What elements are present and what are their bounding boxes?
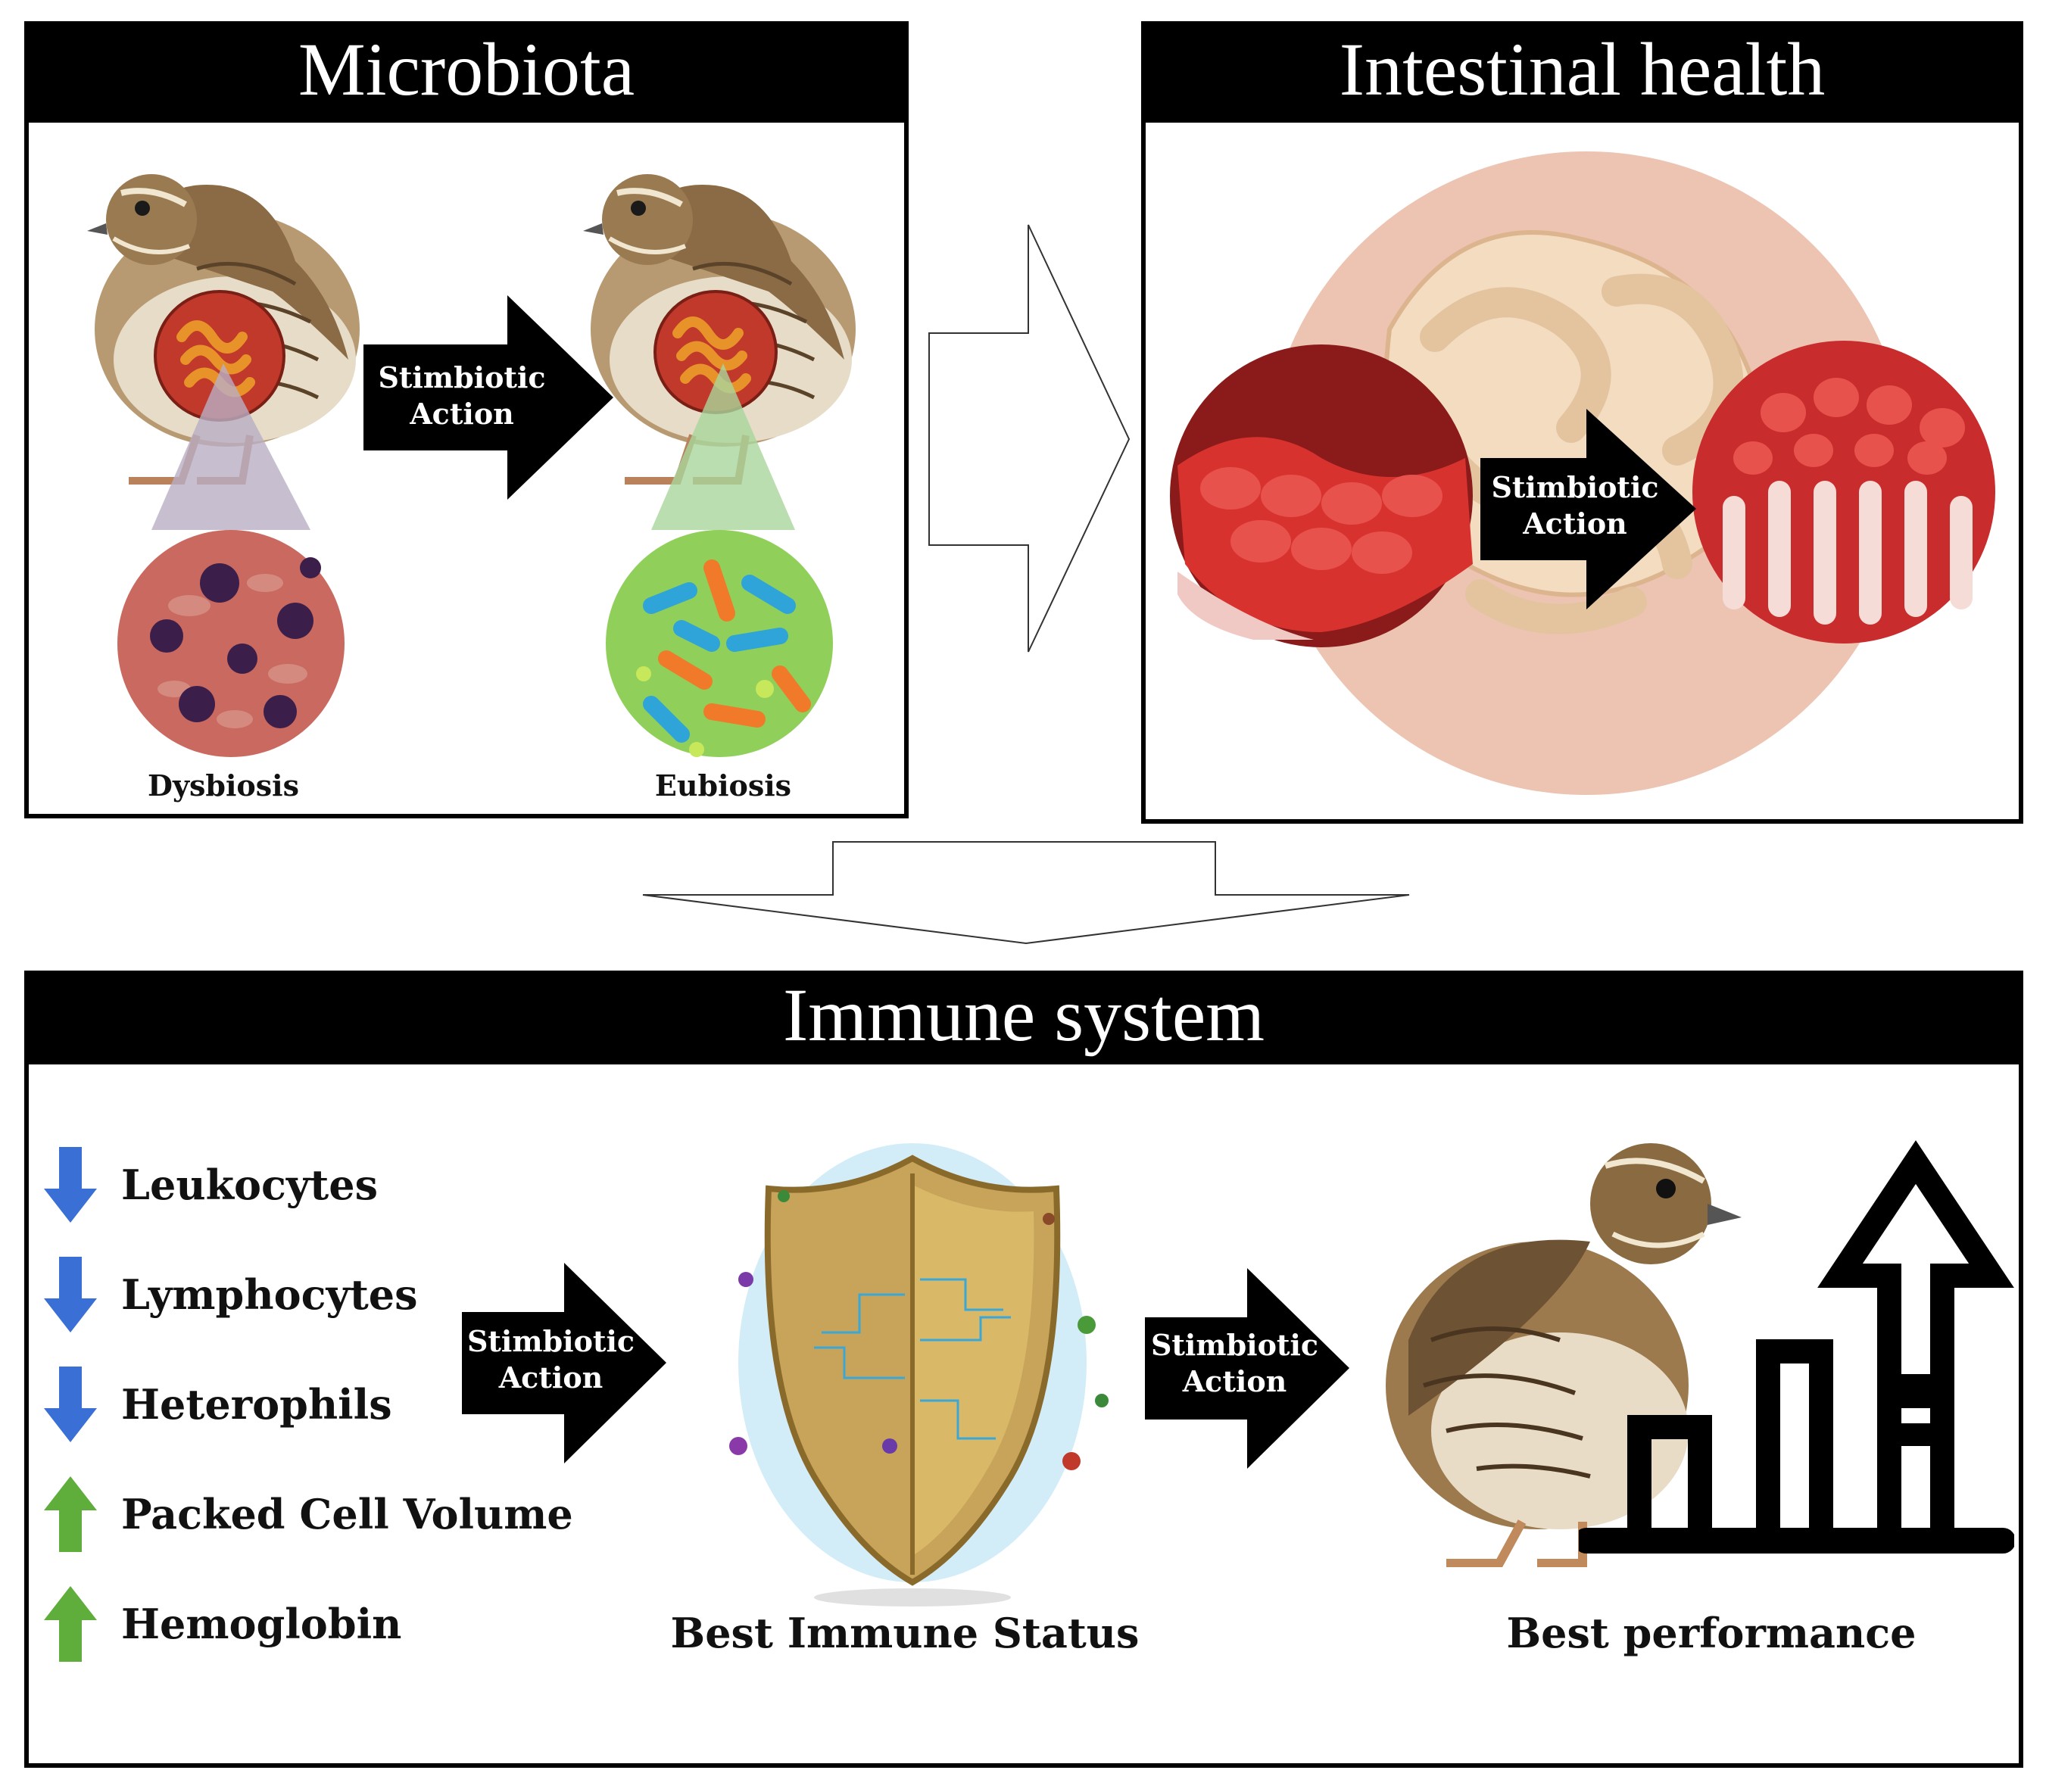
arrow-down-icon	[44, 1257, 97, 1332]
arrow-down-icon	[44, 1367, 97, 1442]
immune-arrow-label-2: Stimbiotic Action	[1150, 1328, 1319, 1398]
intestinal-title: Intestinal health	[1339, 27, 1826, 111]
quail-performance-illustration	[1386, 1143, 1742, 1567]
growth-chart-icon	[1579, 1140, 2014, 1554]
marker-row: Packed Cell Volume	[44, 1473, 573, 1556]
immune-header: Immune system	[24, 971, 2023, 1060]
marker-label: Lymphocytes	[121, 1270, 418, 1319]
flow-arrow-down	[642, 841, 1410, 945]
marker-label: Leukocytes	[121, 1161, 378, 1209]
marker-row: Lymphocytes	[44, 1253, 418, 1336]
shield-caption: Best Immune Status	[670, 1609, 1140, 1657]
quail-dysbiosis-illustration	[87, 174, 360, 485]
arrow-down-icon	[44, 1147, 97, 1223]
marker-label: Heterophils	[121, 1380, 392, 1429]
marker-row: Heterophils	[44, 1363, 392, 1446]
microbiota-stimbiotic-arrow	[363, 295, 613, 500]
microbiota-title: Microbiota	[298, 27, 635, 111]
dysbiosis-zoom	[117, 363, 345, 757]
intestinal-arrow-label: Stimbiotic Action	[1491, 470, 1659, 541]
marker-row: Leukocytes	[44, 1143, 378, 1226]
microbiota-header: Microbiota	[24, 21, 909, 118]
marker-label: Hemoglobin	[121, 1600, 402, 1648]
marker-row: Hemoglobin	[44, 1582, 401, 1666]
dysbiosis-caption: Dysbiosis	[147, 768, 299, 803]
performance-caption: Best performance	[1506, 1609, 1917, 1657]
immune-title: Immune system	[782, 973, 1265, 1057]
immune-stimbiotic-arrow-1	[462, 1263, 666, 1463]
immune-stimbiotic-arrow-2	[1145, 1268, 1349, 1469]
immune-arrow-label-1: Stimbiotic Action	[466, 1324, 635, 1395]
arrow-up-icon	[44, 1476, 97, 1552]
flow-arrow-right	[928, 224, 1131, 653]
arrow-up-icon	[44, 1586, 97, 1662]
intestinal-stimbiotic-arrow	[1480, 409, 1696, 609]
intestinal-header: Intestinal health	[1141, 21, 2023, 118]
eubiosis-caption: Eubiosis	[654, 768, 792, 803]
eubiosis-zoom	[606, 363, 833, 757]
microbiota-arrow-label: Stimbiotic Action	[378, 360, 546, 431]
marker-label: Packed Cell Volume	[121, 1490, 573, 1538]
shield-icon	[729, 1143, 1109, 1607]
